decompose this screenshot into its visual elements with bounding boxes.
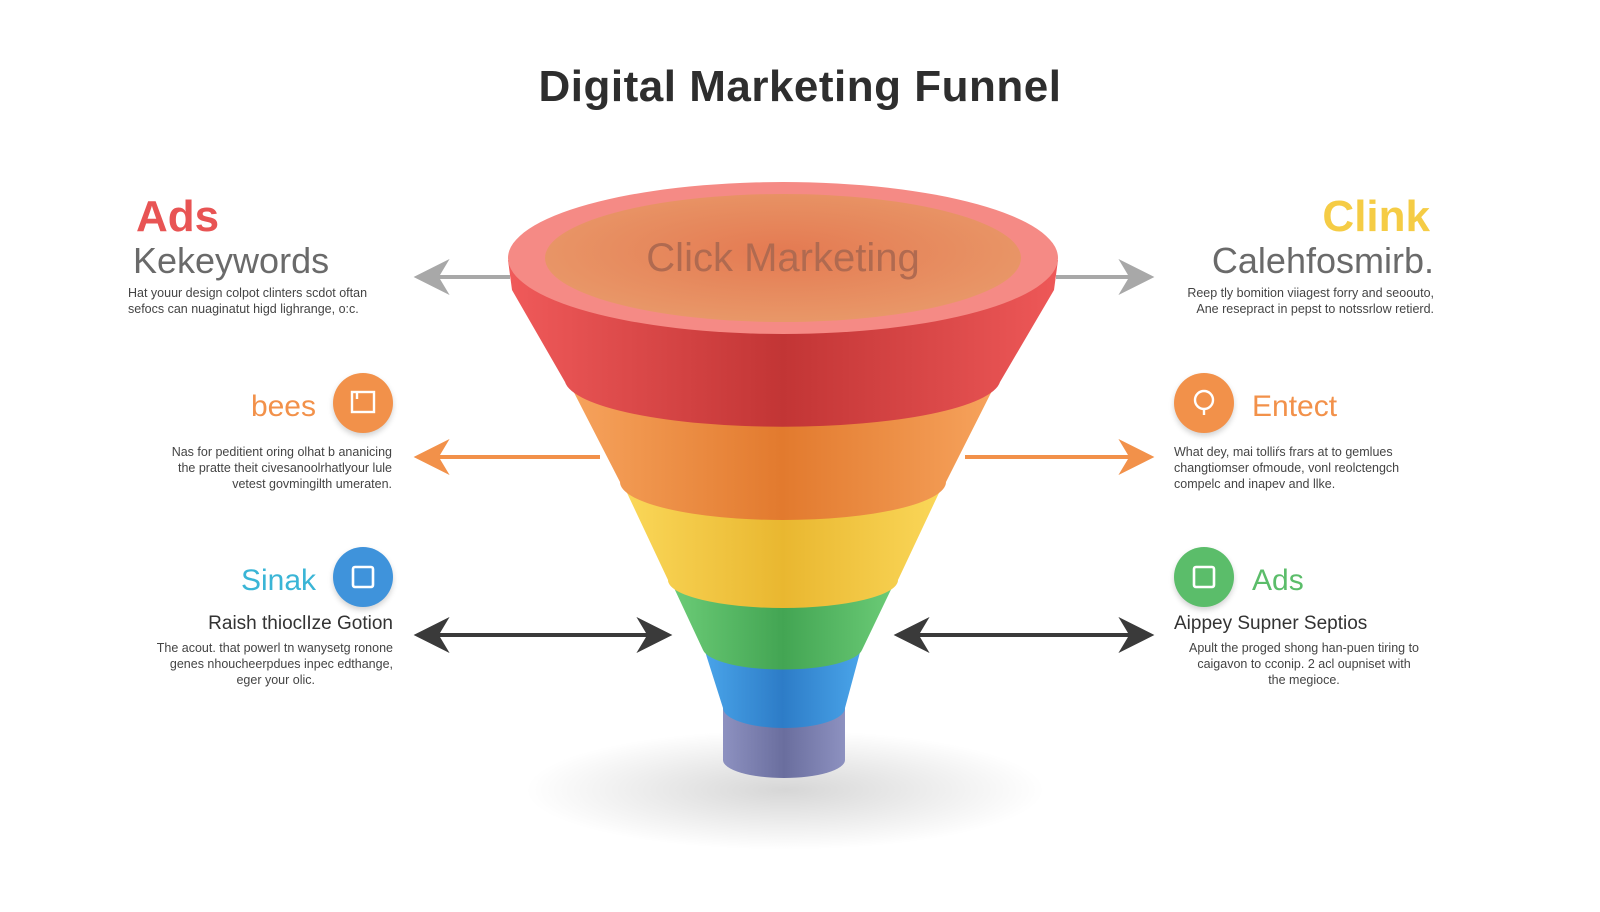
right-middle-icon-circle	[1174, 373, 1234, 433]
right-bottom-label: Ads	[1252, 564, 1304, 597]
left-top-header: Ads	[136, 192, 220, 241]
right-bottom-subheader: Aippey Supner Septios	[1174, 613, 1368, 634]
right-bottom-desc: Apult the proged shong han-puen tiring t…	[1188, 641, 1420, 687]
page-title: Digital Marketing Funnel	[538, 62, 1062, 111]
left-top-desc: Hat youur design colpot clinters scdot o…	[128, 286, 368, 316]
square-icon	[351, 565, 375, 589]
right-top-header: Clink	[1322, 192, 1430, 241]
left-middle-label: bees	[250, 390, 316, 423]
left-middle-icon-circle	[333, 373, 393, 433]
bookmark-icon	[350, 390, 376, 414]
right-top-subheader: Calehfosmirb.	[1211, 240, 1434, 281]
right-middle-desc: What dey, mai tolliŕs frars at to gemlue…	[1174, 445, 1400, 491]
right-middle-label: Entect	[1252, 390, 1338, 423]
left-bottom-icon-circle	[333, 547, 393, 607]
funnel-top-label: Click Marketing	[646, 236, 920, 280]
location-pin-icon	[1193, 389, 1215, 415]
right-top-desc: Reep tly bomition viiagest forry and seo…	[1187, 286, 1434, 316]
right-bottom-icon-circle	[1174, 547, 1234, 607]
square-icon	[1192, 565, 1216, 589]
left-top-subheader: Kekeywords	[133, 240, 330, 281]
left-bottom-label: Sinak	[240, 564, 316, 597]
funnel-shadow	[525, 730, 1045, 850]
funnel-layer-red	[508, 182, 1058, 427]
left-bottom-desc: The acout. that powerl tn wanysetg ronon…	[156, 641, 393, 687]
left-bottom-subheader: Raish thioclIze Gotion	[208, 613, 393, 634]
left-middle-desc: Nas for peditient oring olhat b ananicin…	[171, 445, 392, 491]
